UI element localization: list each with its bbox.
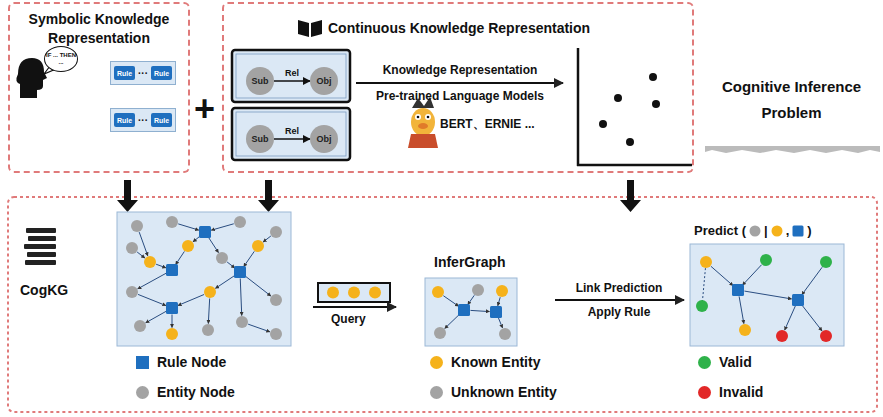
node-text: Sub xyxy=(252,134,269,144)
graph-box xyxy=(425,278,517,346)
node-text: Obj xyxy=(317,76,332,86)
label: Knowledge Representation xyxy=(356,63,564,77)
panel-title: Continuous Knowledge Representation xyxy=(224,4,692,36)
legend-item: Rule Node xyxy=(136,354,226,370)
knowledge-graph xyxy=(126,216,282,340)
label: + xyxy=(194,88,215,130)
label: Pre-trained Language Models xyxy=(356,89,564,103)
entity-symbol xyxy=(749,225,761,237)
label: Apply Rule xyxy=(552,305,686,319)
rule-box: Rule xyxy=(151,66,172,80)
rule-group: ··· Rule Rule xyxy=(110,61,176,85)
legend-swatch xyxy=(136,356,149,369)
rule-box: Rule xyxy=(114,66,135,80)
torn-paper xyxy=(705,146,880,153)
edge-label: Rel xyxy=(285,126,299,136)
legend-swatch xyxy=(430,356,443,369)
label: Link Prediction xyxy=(552,281,686,295)
arrow xyxy=(356,82,563,84)
legend-item: Entity Node xyxy=(136,384,235,400)
arrow xyxy=(555,299,684,301)
legend-text: Rule Node xyxy=(157,354,226,370)
legend-swatch xyxy=(136,386,149,399)
legend-swatch xyxy=(698,356,711,369)
legend-text: Invalid xyxy=(719,384,763,400)
down-arrow xyxy=(117,180,641,212)
legend-text: Known Entity xyxy=(451,354,540,370)
bert-icon xyxy=(408,97,438,148)
legend-item: Invalid xyxy=(698,384,763,400)
legend-text: Unknown Entity xyxy=(451,384,557,400)
legend-item: Known Entity xyxy=(430,354,540,370)
query-box xyxy=(318,283,390,302)
node-text: Sub xyxy=(252,76,269,86)
entity-circle: Obj xyxy=(310,67,338,95)
rule-symbol xyxy=(792,225,804,237)
label: InferGraph xyxy=(434,254,506,270)
node-text: ··· xyxy=(138,115,148,126)
predict-row: Predict ( | , ) xyxy=(694,223,812,238)
label: Predict ( xyxy=(694,223,746,238)
entity-circle: Obj xyxy=(310,125,338,153)
label: ) xyxy=(807,223,811,238)
triple-box xyxy=(232,50,350,102)
node-text: Cognitive Inference Problem xyxy=(703,74,880,125)
legend-text: Entity Node xyxy=(157,384,235,400)
rule-box: Rule xyxy=(151,113,172,127)
legend-item: Valid xyxy=(698,354,752,370)
node-text: Rule xyxy=(154,117,169,124)
graph-box xyxy=(117,212,291,346)
node-text: Rule xyxy=(117,117,132,124)
predict-graph xyxy=(696,254,832,342)
label: Query xyxy=(331,312,366,326)
problem-title: Cognitive Inference Problem xyxy=(703,74,880,140)
triple-box xyxy=(232,108,350,160)
head-icon xyxy=(16,58,47,98)
label: BERT、ERNIE ... xyxy=(440,116,535,133)
books-icon xyxy=(24,228,56,265)
arrow xyxy=(313,306,396,308)
legend-item: Unknown Entity xyxy=(430,384,557,400)
entity-circle: Sub xyxy=(246,67,274,95)
rule-group: ··· Rule Rule xyxy=(110,108,176,132)
panel: Continuous Knowledge RepresentationSubOb… xyxy=(222,2,694,173)
node-text: Rule xyxy=(154,70,169,77)
node-text: ··· xyxy=(138,68,148,79)
entity-circle: Sub xyxy=(246,125,274,153)
panel-title: Symbolic Knowledge Representation xyxy=(10,4,188,48)
label: | xyxy=(764,223,768,238)
rule-box: Rule xyxy=(114,113,135,127)
book-icon xyxy=(298,20,322,37)
panel: Symbolic Knowledge Representation IF ... … xyxy=(8,2,190,173)
speech-bubble: IF ... THEN ... xyxy=(44,46,78,72)
edge-label: Rel xyxy=(285,68,299,78)
label: , xyxy=(786,223,790,238)
label: CogKG xyxy=(20,282,68,298)
entity-symbol xyxy=(771,225,783,237)
infer-graph xyxy=(432,284,511,340)
scatter-plot xyxy=(577,48,692,166)
node-text: Obj xyxy=(317,134,332,144)
relation-arrow xyxy=(274,80,310,82)
legend-swatch xyxy=(430,386,443,399)
relation-arrow xyxy=(274,138,310,140)
panel-border xyxy=(8,197,877,412)
legend-text: Valid xyxy=(719,354,752,370)
legend-swatch xyxy=(698,386,711,399)
node-text: Rule xyxy=(117,70,132,77)
node-text: IF ... THEN ... xyxy=(45,52,77,66)
graph-box xyxy=(690,244,844,346)
